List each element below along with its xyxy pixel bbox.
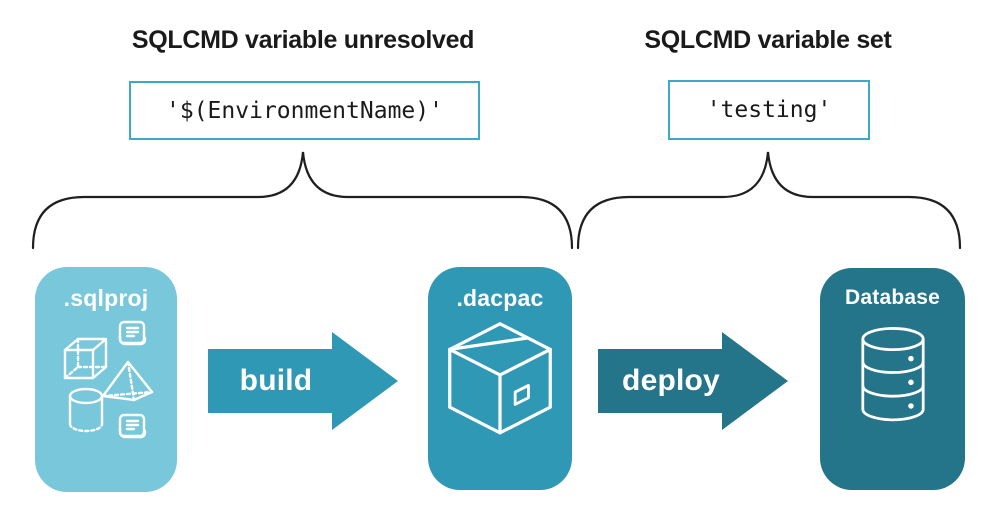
script-icon xyxy=(118,320,147,346)
code-value-unresolved: '$(EnvironmentName)' xyxy=(166,97,443,124)
code-box-environment-variable: '$(EnvironmentName)' xyxy=(129,81,480,140)
right-curly-brace xyxy=(576,151,962,250)
sql-objects-icon xyxy=(63,320,154,439)
stage-card-database: Database xyxy=(820,268,965,490)
heading-sqlcmd-unresolved: SQLCMD variable unresolved xyxy=(131,26,475,54)
left-curly-brace xyxy=(31,151,574,250)
stage-label-sqlproj: .sqlproj xyxy=(63,285,149,311)
stage-label-database: Database xyxy=(845,286,940,309)
deploy-arrow-label: deploy xyxy=(622,364,720,397)
heading-sqlcmd-set: SQLCMD variable set xyxy=(644,26,892,54)
cylinder-icon xyxy=(68,387,104,433)
code-value-set: 'testing' xyxy=(706,97,832,123)
package-icon xyxy=(448,322,552,435)
stage-card-dacpac: .dacpac xyxy=(428,267,572,490)
pyramid-icon xyxy=(101,360,154,402)
cube-icon xyxy=(63,337,108,380)
build-arrow xyxy=(208,332,398,430)
deploy-arrow xyxy=(598,332,788,430)
build-arrow-label: build xyxy=(239,364,313,397)
stage-label-dacpac: .dacpac xyxy=(456,285,544,311)
database-icon xyxy=(860,327,925,422)
code-box-testing-value: 'testing' xyxy=(668,80,870,140)
script-icon xyxy=(118,413,147,439)
stage-card-sqlproj: .sqlproj xyxy=(35,267,177,492)
